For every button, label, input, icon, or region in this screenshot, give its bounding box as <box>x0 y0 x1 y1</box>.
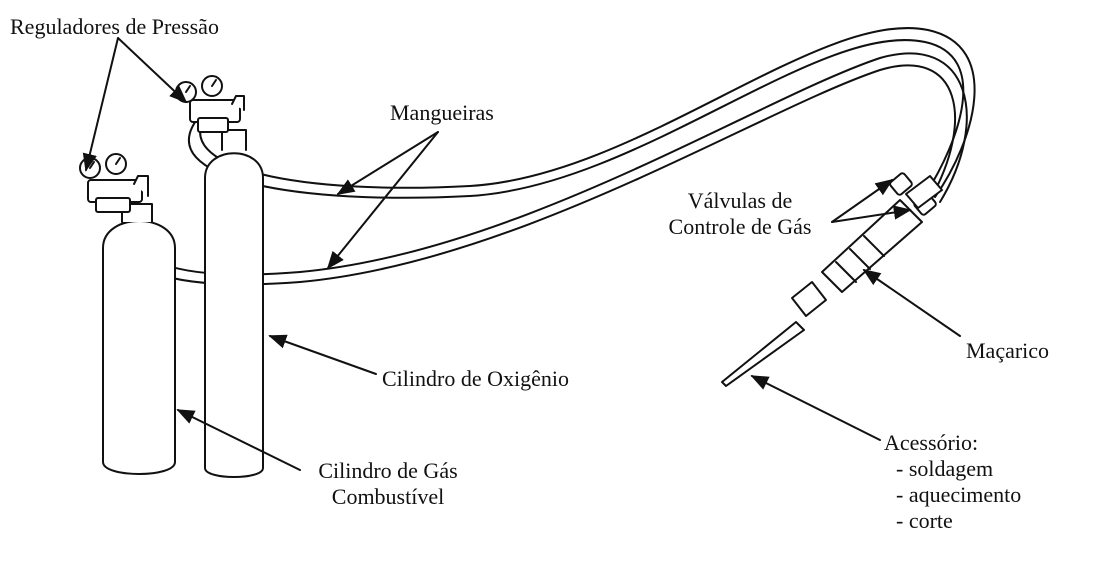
accessory-item-welding: - soldagem <box>896 456 994 481</box>
leader-arrows <box>82 37 961 471</box>
gas-control-valves-line-1: Válvulas de <box>687 188 793 213</box>
accessory-item-cutting: - corte <box>896 508 953 533</box>
gas-control-valves-label: Válvulas de Controle de Gás <box>650 188 830 240</box>
hoses-label: Mangueiras <box>390 100 494 125</box>
pressure-regulators-label: Reguladores de Pressão <box>10 14 219 39</box>
accessory-label: Acessório: - soldagem - aquecimento - co… <box>884 430 1021 534</box>
gas-control-valves-line-2: Controle de Gás <box>668 214 812 239</box>
oxygen-cylinder-label: Cilindro de Oxigênio <box>382 366 569 391</box>
oxygen-regulator <box>175 75 245 133</box>
fuel-gas-cylinder-label: Cilindro de Gás Combustível <box>288 458 488 510</box>
torch <box>721 172 943 387</box>
fuel-gas-cylinder-line-2: Combustível <box>331 484 445 509</box>
fuel-gas-cylinder-line-1: Cilindro de Gás <box>318 458 458 483</box>
accessory-item-heating: - aquecimento <box>896 482 1022 507</box>
accessory-title: Acessório: <box>884 430 979 455</box>
oxygen-cylinder <box>204 129 264 478</box>
fuel-gas-cylinder <box>102 203 176 475</box>
torch-label: Maçarico <box>966 338 1050 363</box>
